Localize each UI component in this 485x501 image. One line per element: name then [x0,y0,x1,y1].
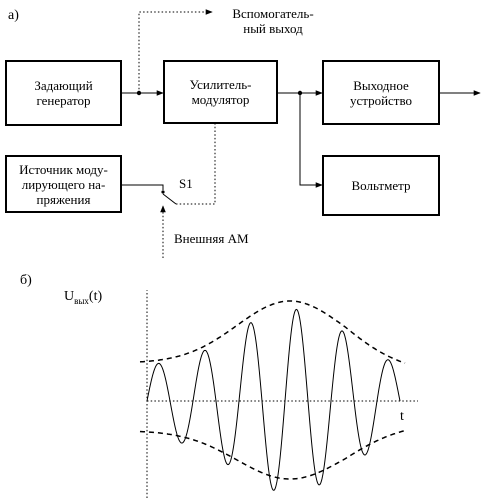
switch-contact [161,190,165,194]
block-amplifier-modulator: Усилитель- модулятор [163,60,278,124]
part-b-label: б) [20,273,32,288]
part-a-label: а) [8,8,19,23]
wire-aux-output [138,9,213,93]
wire-voltmeter [299,93,323,188]
switch-s1-label: S1 [179,176,193,191]
block-voltmeter-line1: Вольтметр [351,178,411,193]
block-voltmeter: Вольтметр [322,155,440,216]
block-master-oscillator-line1: Задающий [34,78,93,93]
wire-source-switch [122,184,164,190]
block-master-oscillator-line2: генератор [36,93,91,108]
aux-output-line1: Вспомогатель- [232,6,314,21]
switch-s1-lever [162,193,177,205]
block-modulation-source-line2: лирующего на- [21,176,106,192]
modulated-carrier-wave [146,308,401,491]
block-output-device-line2: устройство [349,92,413,108]
block-master-oscillator: Задающий генератор [5,60,122,126]
block-output-device: Выходное устройство [322,60,440,125]
envelope-lower [139,429,406,480]
aux-output-label: Вспомогатель- ный выход [218,6,328,36]
external-am-label: Внешняя АМ [174,231,249,246]
y-axis-label-suffix: (t) [88,289,103,304]
x-axis-label: t [400,409,404,424]
block-amplifier-modulator-line2: модулятор [191,92,250,107]
y-axis-label-main: U [64,289,75,304]
y-axis-label-subscript: вых [74,295,89,306]
wire-switch-amplifier [176,124,216,205]
block-modulation-source-line1: Источник моду- [19,161,108,177]
block-output-device-line1: Выходное [353,77,409,93]
block-modulation-source: Источник моду- лирующего на- пряжения [5,155,122,213]
block-amplifier-modulator-line1: Усилитель- [189,77,252,92]
y-axis-label: Uвых(t) [64,289,102,309]
envelope-upper [139,300,406,364]
block-modulation-source-line3: пряжения [36,191,91,207]
aux-output-line2: ный выход [243,21,303,36]
